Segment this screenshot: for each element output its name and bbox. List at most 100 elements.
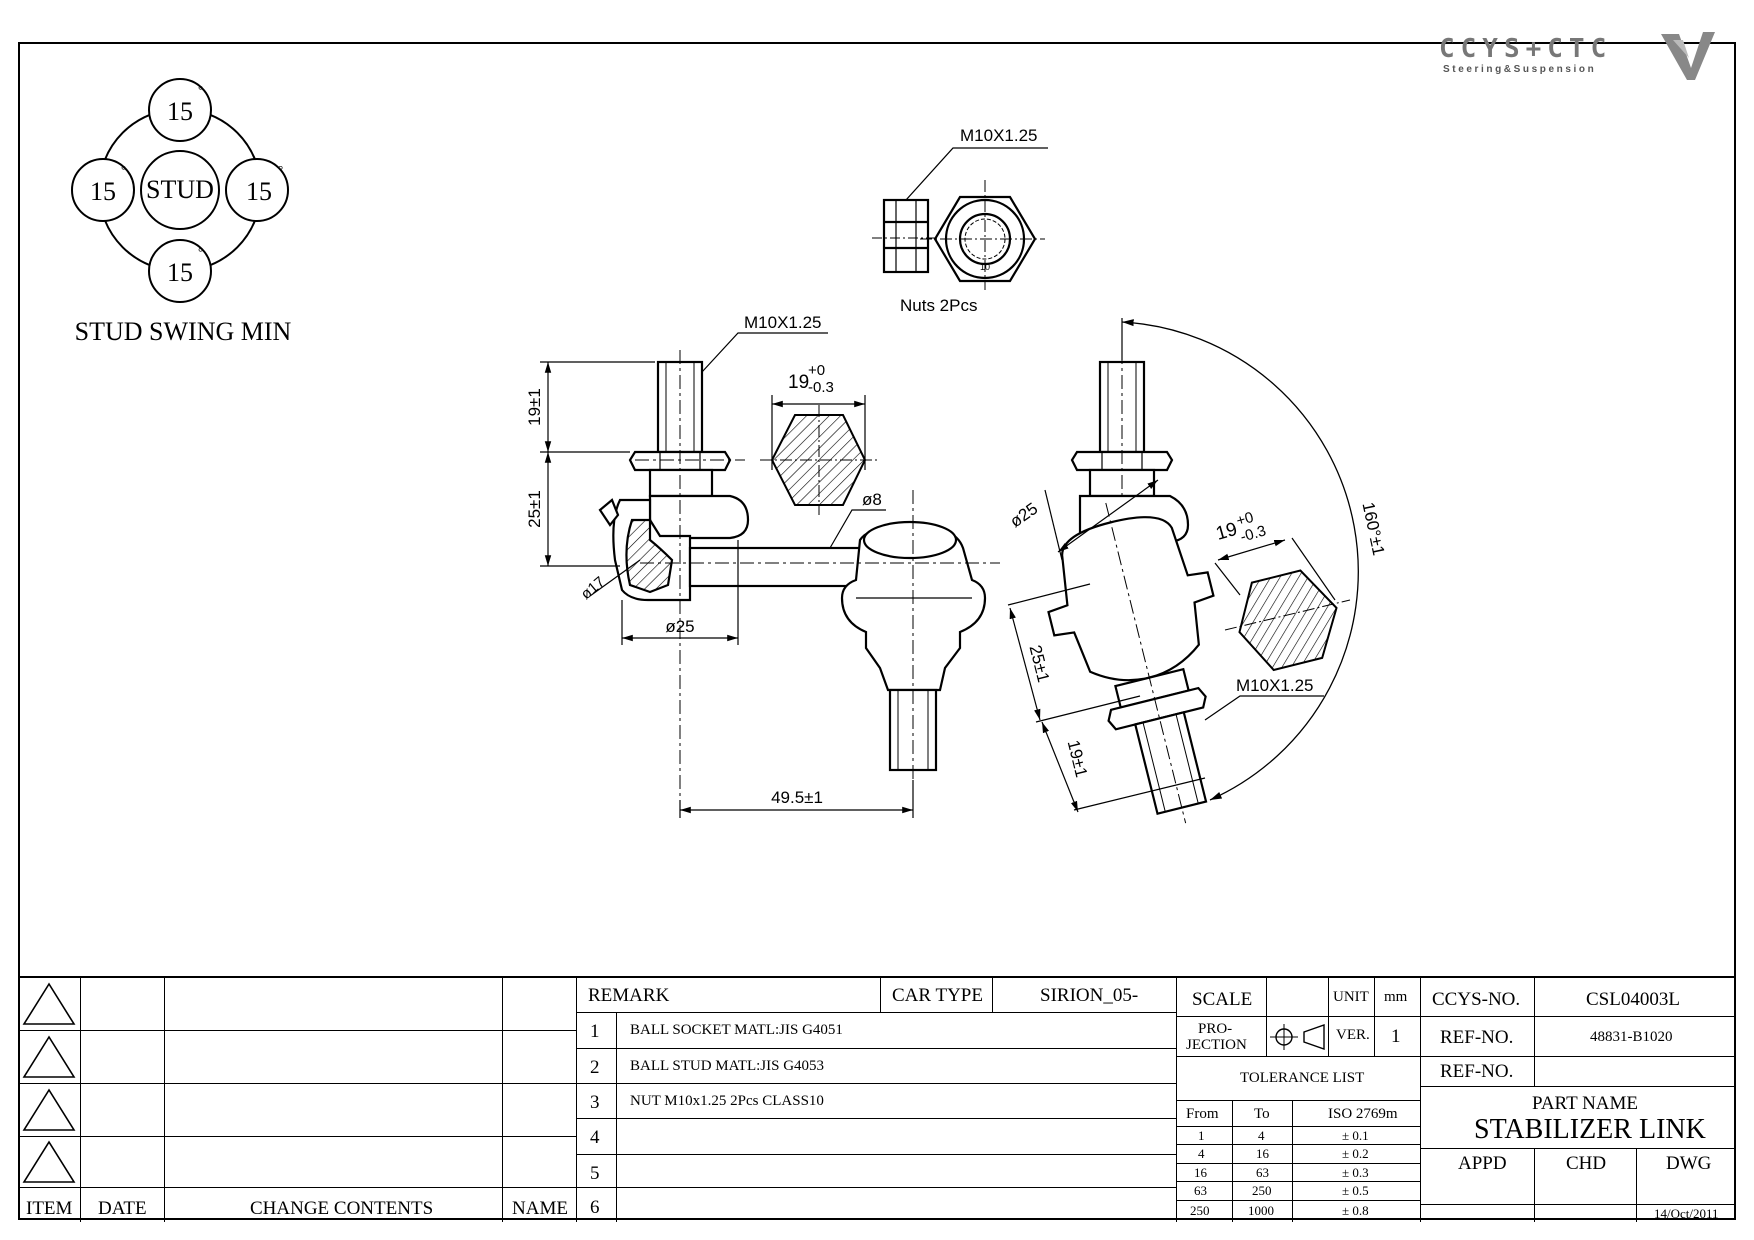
remark-no: 1 (590, 1021, 600, 1042)
rev-date-header: DATE (98, 1198, 147, 1219)
swing-center-label: STUD (146, 175, 214, 204)
ver-label: VER. (1336, 1027, 1370, 1043)
logo-emblem-icon (1661, 32, 1715, 80)
projection-label-2: JECTION (1186, 1037, 1247, 1053)
revision-triangle-icon (22, 1035, 76, 1078)
degree-mark-bottom: ° (198, 244, 203, 259)
remark-no: 3 (590, 1092, 600, 1113)
ref-no-label: REF-NO. (1440, 1027, 1514, 1048)
stud-circle (140, 150, 220, 230)
swing-angle-bottom: 15 (167, 258, 193, 287)
left-stud-length: 19±1 (525, 388, 544, 426)
rev-change-header: CHANGE CONTENTS (250, 1198, 434, 1219)
swing-caption: STUD SWING MIN (75, 317, 292, 346)
left-thread-label: M10X1.25 (744, 313, 822, 332)
tolerance-header-from: From (1186, 1106, 1219, 1122)
ccys-no-label: CCYS-NO. (1432, 989, 1521, 1010)
ref-no-value: 48831-B1020 (1590, 1029, 1673, 1045)
dwg-label: DWG (1666, 1153, 1712, 1174)
link-centerlines (635, 350, 1000, 810)
rod-diameter: ø8 (862, 490, 882, 509)
revision-triangles (22, 982, 76, 1183)
right-thread-label: M10X1.25 (1236, 676, 1314, 695)
swing-circle-bottom (148, 239, 212, 303)
appd-label: APPD (1458, 1153, 1507, 1174)
nut-side-view (882, 198, 930, 274)
rev-name-header: NAME (512, 1198, 568, 1219)
remark-text: NUT M10x1.25 2Pcs CLASS10 (630, 1093, 824, 1109)
tol-to: 16 (1256, 1146, 1269, 1161)
drawing-date: 14/Oct/2011 (1654, 1206, 1719, 1221)
right-hex-tol-upper: +0 (1234, 509, 1255, 530)
tol-to: 4 (1258, 1128, 1265, 1143)
tol-from: 250 (1190, 1203, 1210, 1218)
right-hex-tol-lower: -0.3 (1238, 522, 1268, 545)
rev-item-header: ITEM (26, 1198, 73, 1219)
swing-circle-right (225, 158, 289, 222)
tolerance-title: TOLERANCE LIST (1240, 1070, 1365, 1086)
swing-angle-top: 15 (167, 97, 193, 126)
third-angle-projection-icon (1270, 1024, 1325, 1050)
link-side-view (1047, 350, 1215, 824)
center-distance: 49.5±1 (771, 788, 823, 807)
ver-value: 1 (1391, 1026, 1401, 1047)
unit-value: mm (1384, 989, 1408, 1005)
link-rod (688, 546, 862, 588)
tol-value: ± 0.1 (1342, 1128, 1369, 1143)
car-type-value: SIRION_05- (1040, 985, 1139, 1006)
chd-label: CHD (1566, 1153, 1607, 1174)
company-logo: CCYS+CTC Steering&Suspension (1435, 28, 1715, 84)
left-socket-housing (648, 494, 750, 540)
unit-label: UNIT (1333, 989, 1369, 1005)
nut-thread-leader (905, 147, 1048, 201)
degree-mark-right: ° (278, 162, 283, 177)
tol-value: ± 0.2 (1342, 1146, 1369, 1161)
tol-value: ± 0.8 (1342, 1203, 1369, 1218)
logo-brand: CCYS+CTC (1439, 34, 1613, 64)
swing-angle-left: 15 (90, 177, 116, 206)
right-body-length: 25±1 (1026, 643, 1054, 684)
degree-mark-left: ° (121, 162, 126, 177)
swing-angle-dim: 160°±1 (1358, 500, 1388, 557)
remark-no: 4 (590, 1127, 600, 1148)
right-hex-section (1224, 569, 1351, 672)
swing-angle-right: 15 (246, 177, 272, 206)
right-dimension-lines (1007, 479, 1336, 813)
remark-no: 2 (590, 1057, 600, 1078)
swing-circle-top (148, 78, 212, 142)
tol-to: 250 (1252, 1183, 1272, 1198)
tol-from: 63 (1194, 1183, 1207, 1198)
left-dimension-lines (540, 332, 914, 818)
side-bottom-stud (1133, 710, 1208, 816)
remark-no: 6 (590, 1197, 600, 1218)
tol-from: 16 (1194, 1165, 1207, 1180)
logo-tagline: Steering&Suspension (1443, 64, 1597, 75)
tol-to: 1000 (1248, 1203, 1274, 1218)
ref-no2-label: REF-NO. (1440, 1061, 1514, 1082)
tol-value: ± 0.5 (1342, 1183, 1369, 1198)
tol-from: 4 (1198, 1146, 1205, 1161)
nut-views (872, 147, 1048, 290)
link-front-view (598, 360, 987, 772)
technical-drawing: STUD 15 15 15 15 ° ° ° ° STUD SWING MIN … (71, 78, 1388, 824)
car-type-label: CAR TYPE (892, 985, 983, 1006)
tol-value: ± 0.3 (1342, 1165, 1369, 1180)
remark-label: REMARK (588, 985, 670, 1006)
scale-label: SCALE (1192, 989, 1253, 1010)
right-body-diameter: ø25 (1006, 499, 1041, 531)
right-stud-length: 19±1 (1064, 738, 1092, 779)
nut-caption: Nuts 2Pcs (900, 296, 977, 315)
title-block: ITEM DATE CHANGE CONTENTS NAME REMARK CA… (18, 976, 1736, 1222)
ball-diameter: ø17 (578, 573, 609, 603)
left-hex-tol-lower: -0.3 (808, 379, 834, 396)
stud-swing-diagram (71, 78, 289, 303)
drawing-frame (18, 42, 1736, 1220)
projection-label-1: PRO- (1198, 1021, 1233, 1037)
tol-to: 63 (1256, 1165, 1269, 1180)
nut-size-mark: 10 (980, 262, 990, 272)
swing-angle-arc (1121, 319, 1359, 801)
part-name-label: PART NAME (1532, 1093, 1639, 1114)
nut-thread-label: M10X1.25 (960, 126, 1038, 145)
revision-triangle-icon (22, 1140, 76, 1183)
revision-triangle-icon (22, 1088, 76, 1131)
